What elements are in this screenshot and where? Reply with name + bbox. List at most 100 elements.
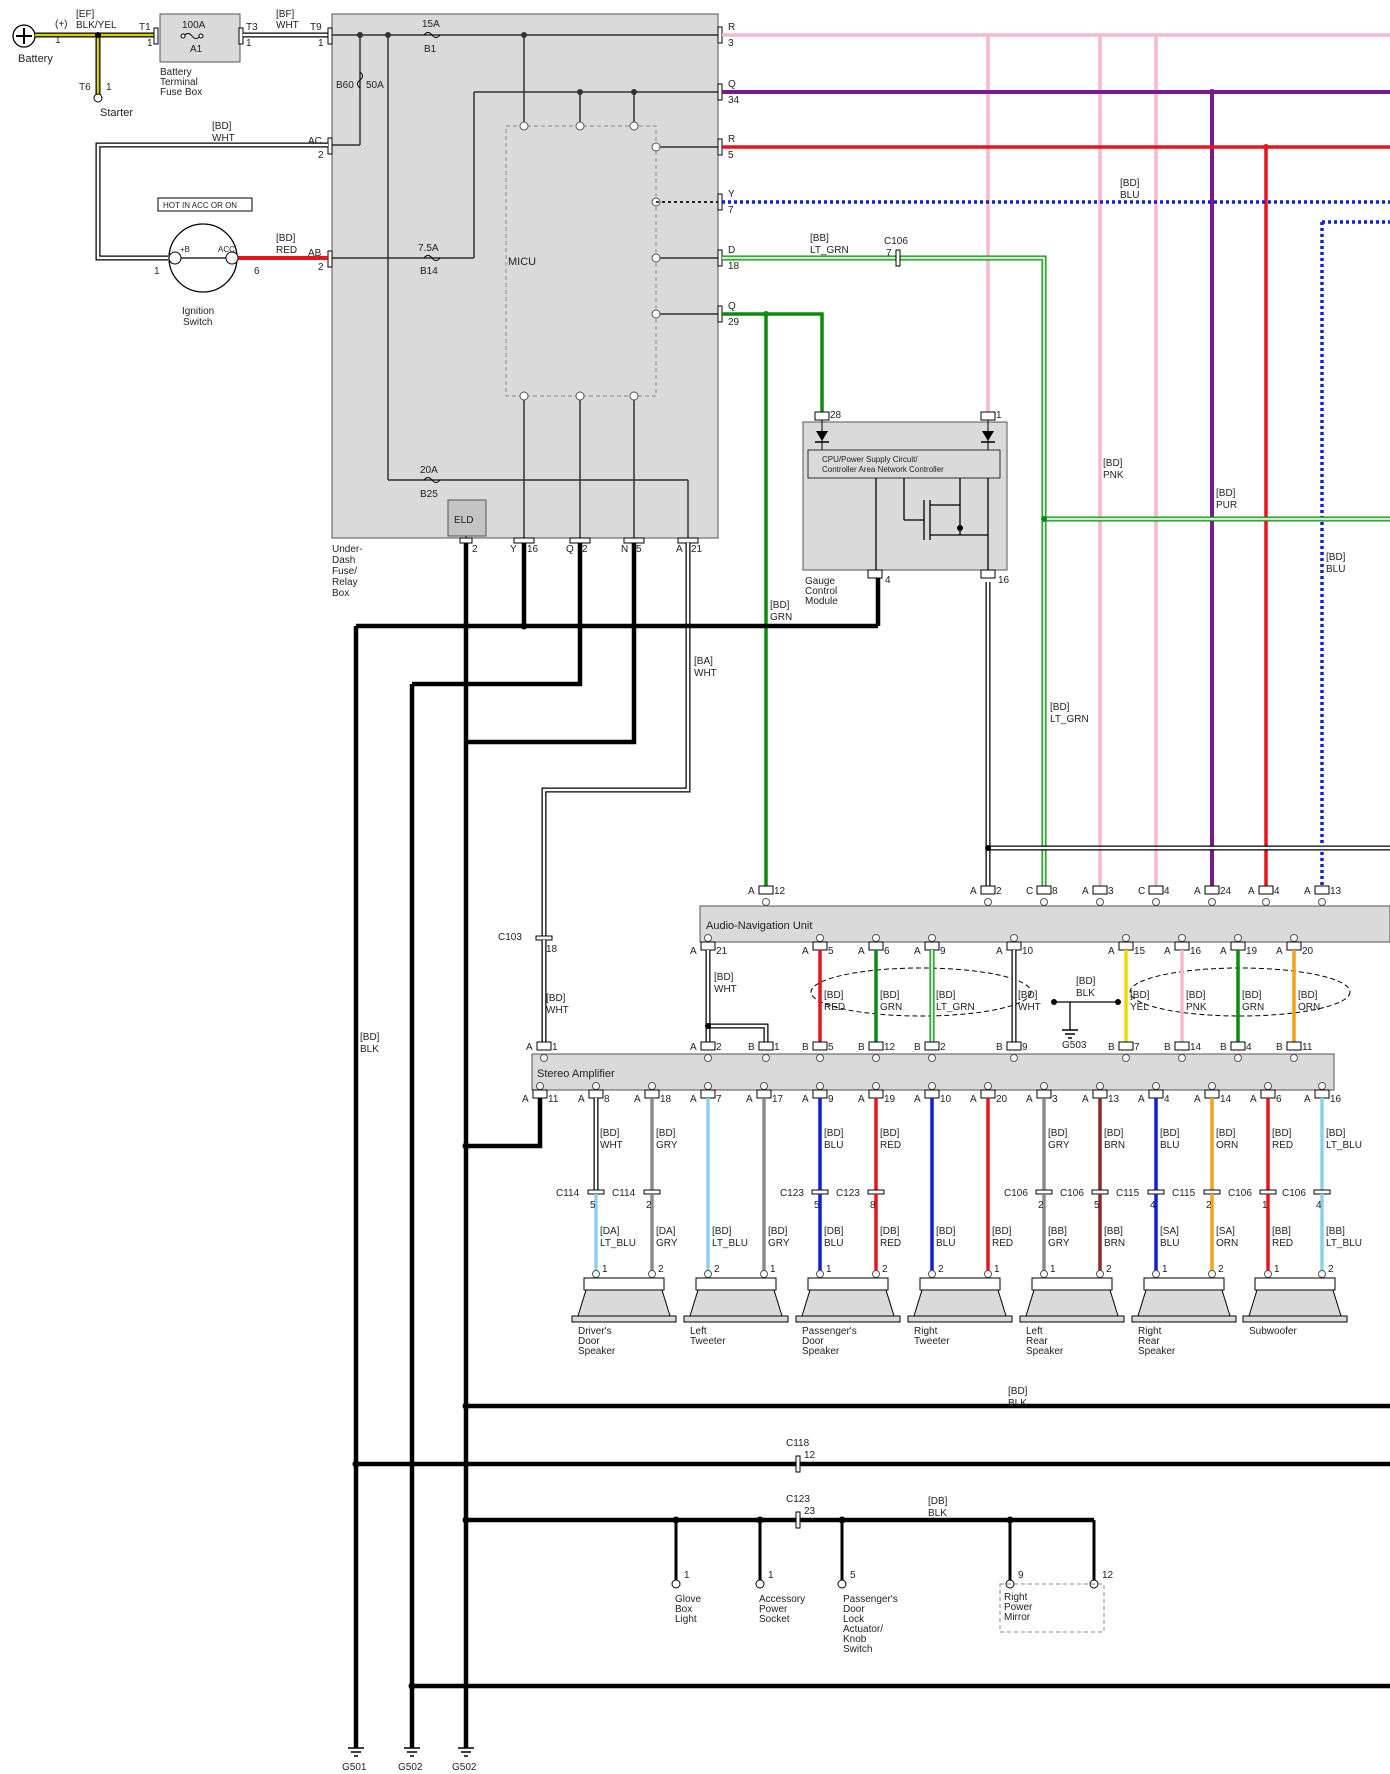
fuse-b60-id: B60 <box>336 80 354 91</box>
wire-ltgrn2-code: [BD] <box>1050 702 1070 713</box>
bot-a: A <box>676 544 683 555</box>
speaker-wire-color: RED <box>1272 1238 1293 1249</box>
speaker-name2: Rear <box>1138 1336 1160 1347</box>
amp-top-pin-conn: B <box>1164 1042 1171 1053</box>
pin-ab-num: 2 <box>318 262 324 273</box>
c118-id: C118 <box>786 1438 810 1449</box>
load3-l3: Lock <box>843 1614 865 1625</box>
speaker-name1: Right <box>1138 1326 1162 1337</box>
speaker-wire-color: LT_BLU <box>1326 1238 1362 1249</box>
battery-wire-code: [EF] <box>76 9 95 20</box>
fuse-a1-rating: 100A <box>182 20 206 31</box>
anu-bottom-pin-num: 16 <box>1190 946 1202 957</box>
shield-ground-color: BLK <box>1076 988 1095 999</box>
speaker-name3: Speaker <box>578 1346 616 1357</box>
amp-top-pin-conn: B <box>1108 1042 1115 1053</box>
load1-l2: Box <box>675 1604 692 1615</box>
right-wires: [BD] PNK [BD] PUR [BD] BLU [BD] BLU [BB]… <box>541 33 1390 940</box>
amp-out-wire-color: BLU <box>824 1140 843 1151</box>
ignition-acc: ACC <box>218 245 235 254</box>
speaker-wire-code: [BD] <box>768 1226 788 1237</box>
amp-bottom-pin-num: 8 <box>604 1094 610 1105</box>
amp-top-pin-conn: A <box>690 1042 697 1053</box>
connector-mid-id: C115 <box>1116 1188 1140 1199</box>
mirror-box <box>999 1583 1105 1633</box>
amp-top-pin-num: 2 <box>716 1042 722 1053</box>
amp-top-pin-conn: B <box>914 1042 921 1053</box>
load3-l2: Door <box>843 1604 865 1615</box>
c106-top: C106 <box>884 236 908 247</box>
speaker-wire-color: BLU <box>824 1238 843 1249</box>
shield-right-color: GRN <box>1242 1002 1264 1013</box>
underdash-name3: Fuse/ <box>332 566 357 577</box>
out-q29-num: 29 <box>728 317 740 328</box>
speaker-wire-color: RED <box>992 1238 1013 1249</box>
c103-pin: 18 <box>546 944 558 955</box>
connector-mid-id: C123 <box>780 1188 804 1199</box>
pin-ab: AB <box>308 248 322 259</box>
speaker-name3: Speaker <box>1026 1346 1064 1357</box>
out-q34: Q <box>728 79 736 90</box>
amp-bottom-pin-conn: A <box>914 1094 921 1105</box>
ignition-pin1: 1 <box>154 266 160 277</box>
speaker-pin-b: 1 <box>994 1264 1000 1275</box>
starter-tap-pin: 1 <box>106 82 112 93</box>
load2-l3: Socket <box>759 1614 790 1625</box>
ground-g502a: G502 <box>398 1762 423 1773</box>
amp-bottom-pin-num: 6 <box>1276 1094 1282 1105</box>
gauge-pin28: 28 <box>830 410 842 421</box>
amp-bottom-pin-conn: A <box>1304 1094 1311 1105</box>
connector-mid-pin: 4 <box>1150 1200 1156 1211</box>
bot-y-num: 16 <box>527 544 539 555</box>
battery-label: Battery <box>18 53 53 65</box>
amp-top-pin-num: 1 <box>774 1042 780 1053</box>
c118-pin: 12 <box>804 1450 816 1461</box>
amp-out-wire-color: GRY <box>1048 1140 1070 1151</box>
speaker-name2: Tweeter <box>690 1336 726 1347</box>
speaker-name1: Left <box>1026 1326 1043 1337</box>
shield-left-color: RED <box>824 1002 845 1013</box>
gauge-pin1: 1 <box>996 410 1002 421</box>
wire-ab-color: RED <box>276 245 297 256</box>
amp-top-pin-num: 7 <box>1134 1042 1140 1053</box>
amp-bottom-pin-conn: A <box>634 1094 641 1105</box>
shield-left-color: LT_GRN <box>936 1002 975 1013</box>
speaker-section: [BD]WHT[BD]GRY[BD]BLU[BD]RED[BD]GRY[BD]B… <box>556 1098 1362 1357</box>
wire-blu2-code: [BD] <box>1326 552 1346 563</box>
anu-top-pin-num: 4 <box>1274 886 1280 897</box>
anu-top-pin-num: 12 <box>774 886 786 897</box>
fuse-b14-id: B14 <box>420 266 438 277</box>
speaker-wire-code: [DA] <box>600 1226 620 1237</box>
speaker-wire-color: BLU <box>936 1238 955 1249</box>
shield-right-color: ORN <box>1298 1002 1320 1013</box>
speaker-name3: Speaker <box>802 1346 840 1357</box>
out-q34-num: 34 <box>728 95 740 106</box>
shield-left-color: WHT <box>1018 1002 1041 1013</box>
amp-top-pin-conn: A <box>526 1042 533 1053</box>
amp-top-pin-num: 5 <box>828 1042 834 1053</box>
bottom-blk-code: [BD] <box>1008 1386 1028 1397</box>
mirror-l2: Power <box>1004 1602 1033 1613</box>
fuse-b1-id: B1 <box>424 44 437 55</box>
wire-ab-code: [BD] <box>276 233 296 244</box>
amp-top-pin-conn: B <box>748 1042 755 1053</box>
starter-tap: T6 <box>79 82 91 93</box>
shield-right-code: [BD] <box>1298 990 1318 1001</box>
wire-bf-pin: T9 <box>310 22 322 33</box>
connector-mid-pin: 8 <box>870 1200 876 1211</box>
underdash-name2: Dash <box>332 555 355 566</box>
speaker-wire-color: GRY <box>1048 1238 1070 1249</box>
fuse-box-out-num: 1 <box>246 38 252 49</box>
connector-mid-id: C123 <box>836 1188 860 1199</box>
anu-top-pin-num: 24 <box>1220 886 1232 897</box>
amp-bottom-pin-num: 10 <box>940 1094 952 1105</box>
amp-title: Stereo Amplifier <box>537 1068 615 1080</box>
amp-bottom-pin-num: 14 <box>1220 1094 1232 1105</box>
fuse-b60-rating: 50A <box>366 80 384 91</box>
anu-bottom-pin-conn: A <box>914 946 921 957</box>
c103-id: C103 <box>498 932 522 943</box>
